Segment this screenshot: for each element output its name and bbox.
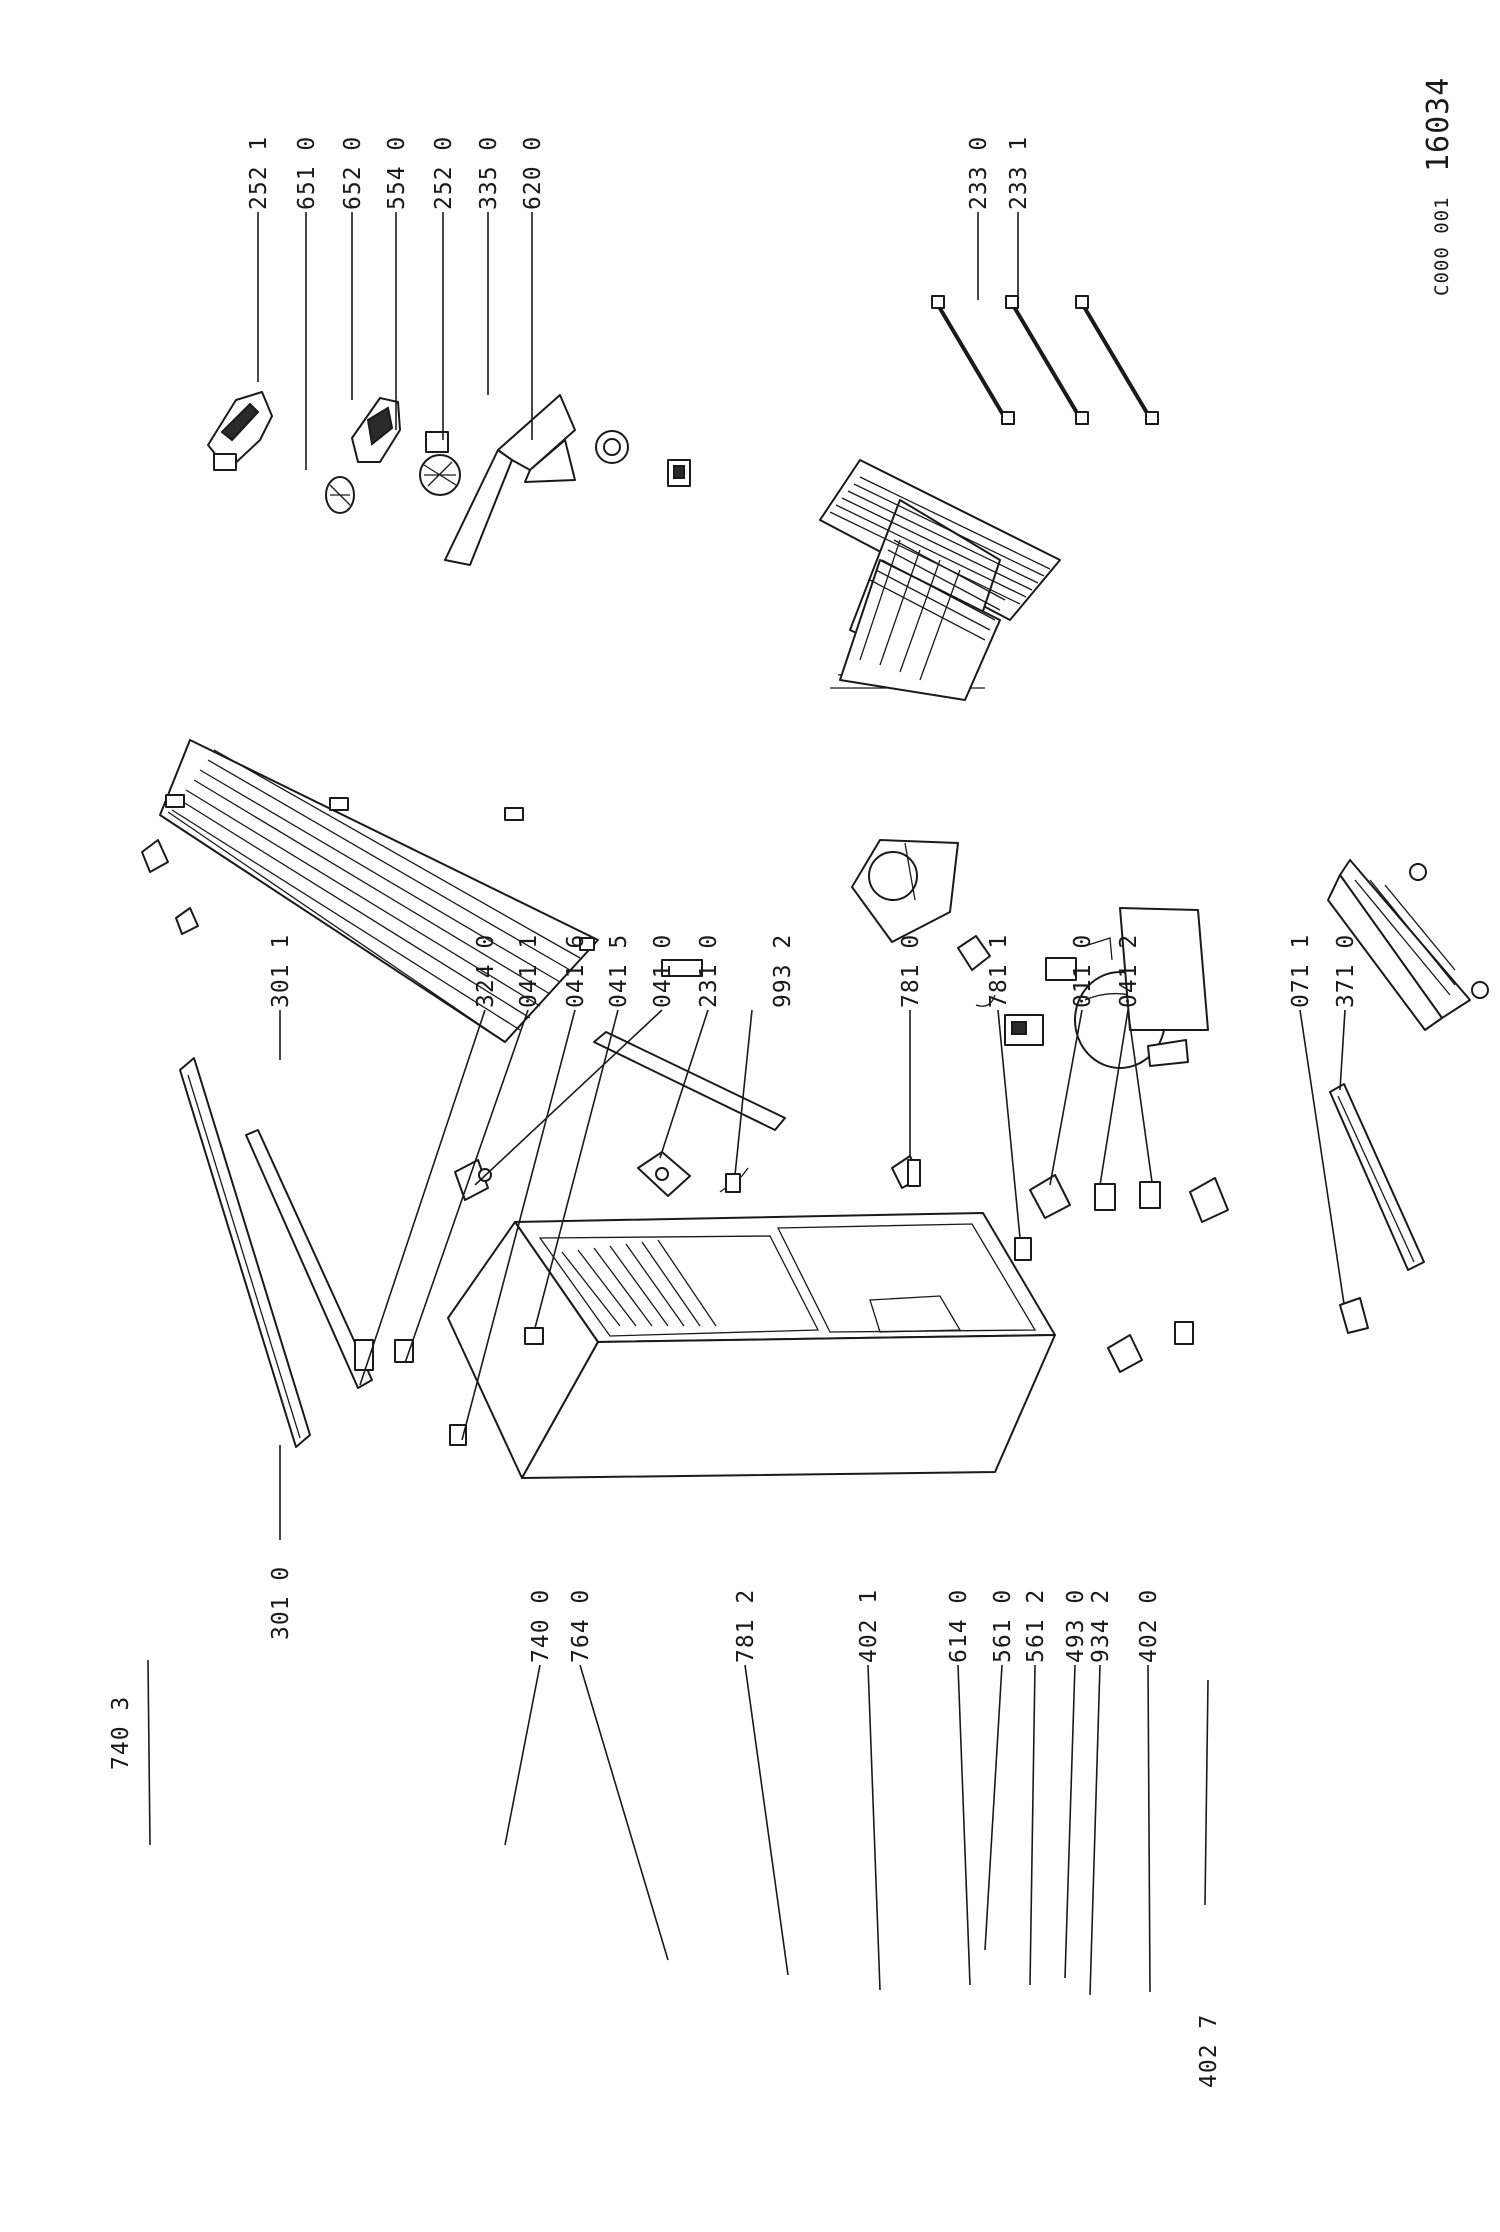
door-rails-part <box>931 295 1159 425</box>
callout-620-0: 620 0 <box>520 136 546 210</box>
callout-335-0: 335 0 <box>476 136 502 210</box>
callout-041-0: 041 0 <box>650 934 676 1008</box>
suction-tube-part <box>593 1031 786 1131</box>
connector-part <box>1087 937 1113 961</box>
relay-part <box>957 935 991 971</box>
overload-part <box>975 994 996 1007</box>
condenser-coil-part <box>159 739 599 1043</box>
callout-402-0: 402 0 <box>1136 1589 1162 1663</box>
callout-252-0: 252 0 <box>431 136 457 210</box>
callout-301-1: 301 1 <box>268 934 294 1008</box>
condenser-bracket-part <box>141 839 199 935</box>
callout-740-0: 740 0 <box>528 1589 554 1663</box>
callout-993-2: 993 2 <box>770 934 796 1008</box>
callout-561-2: 561 2 <box>1023 1589 1049 1663</box>
callout-371-0: 371 0 <box>1333 934 1359 1008</box>
callout-011-0: 011 0 <box>1070 934 1096 1008</box>
callout-402-7: 402 7 <box>1196 2014 1222 2088</box>
thermostat-arm-part <box>444 394 576 566</box>
callout-554-0: 554 0 <box>384 136 410 210</box>
condenser-tubes <box>167 749 581 1043</box>
vent-grille-part <box>1339 1297 1369 1334</box>
drawing-number: 16034 <box>1421 77 1456 172</box>
callout-233-1: 233 1 <box>1006 136 1032 210</box>
thermostat-housing-part <box>207 391 273 471</box>
callout-781-1: 781 1 <box>986 934 1012 1008</box>
drier-filter-part <box>661 959 703 977</box>
callout-614-0: 614 0 <box>946 1589 972 1663</box>
callout-402-1: 402 1 <box>856 1589 882 1663</box>
callout-652-0: 652 0 <box>340 136 366 210</box>
hinge-pin-part <box>891 1155 921 1189</box>
callout-071-1: 071 1 <box>1288 934 1314 1008</box>
callout-041-2: 041 2 <box>1116 934 1142 1008</box>
lower-hinge-parts <box>1029 1174 1229 1373</box>
callout-231-0: 231 0 <box>696 934 722 1008</box>
callout-651-0: 651 0 <box>294 136 320 210</box>
thermostat-knob-part <box>419 431 461 496</box>
evaporator-fins <box>561 1239 717 1327</box>
callout-233-0: 233 0 <box>966 136 992 210</box>
front-trim-strip-part <box>179 1057 311 1448</box>
seal-ring-part <box>595 430 629 464</box>
leader-lines <box>147 212 1346 1996</box>
cable-part <box>719 1167 749 1193</box>
info-sheet-part <box>1119 907 1209 1031</box>
drip-tray-part <box>851 839 959 943</box>
refrigerator-cabinet <box>447 1212 1056 1479</box>
callout-252-1: 252 1 <box>246 136 272 210</box>
callout-301-0: 301 0 <box>268 1566 294 1640</box>
lamp-holder-part <box>351 397 401 463</box>
kick-plate-part <box>1329 1083 1425 1271</box>
clip-part <box>667 459 691 487</box>
shelf-grid <box>829 476 1051 681</box>
capacitor-part <box>1045 957 1077 981</box>
callout-041-6: 041 6 <box>563 934 589 1008</box>
callout-561-0: 561 0 <box>990 1589 1016 1663</box>
callout-764-0: 764 0 <box>568 1589 594 1663</box>
cover-plate-part <box>637 1151 691 1197</box>
callout-324-0: 324 0 <box>473 934 499 1008</box>
callout-781-2: 781 2 <box>733 1589 759 1663</box>
callout-041-1: 041 1 <box>516 934 542 1008</box>
wire-shelves-part <box>819 459 1061 701</box>
lamp-bulb-part <box>325 476 355 514</box>
callout-493-0: 493 0 <box>1063 1589 1089 1663</box>
callout-041-5: 041 5 <box>606 934 632 1008</box>
top-rail-part <box>245 1129 373 1389</box>
callout-934-2: 934 2 <box>1088 1589 1114 1663</box>
callout-781-0: 781 0 <box>898 934 924 1008</box>
door-stop-part <box>1014 1237 1032 1261</box>
base-frame-part <box>1327 859 1489 1031</box>
drawing-code: C000 001 <box>1431 196 1453 296</box>
callout-740-3: 740 3 <box>108 1696 134 1770</box>
starter-part <box>1004 1014 1044 1046</box>
